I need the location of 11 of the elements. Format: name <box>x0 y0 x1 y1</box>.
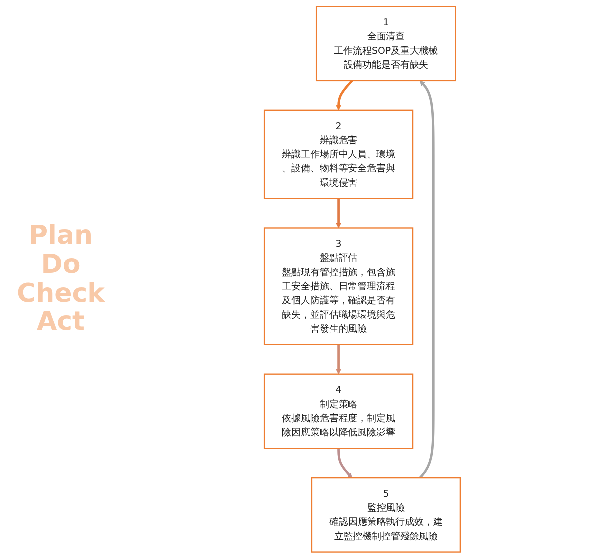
center-label: Plan Do Check Act <box>16 222 106 337</box>
node-box: 5 監控風險 確認因應策略執行成效，建立監控機制控管殘餘風險 <box>311 477 462 553</box>
node-box: 1 全面清查 工作流程SOP及重大機械設備功能是否有缺失 <box>316 6 456 82</box>
node-box: 2 辨識危害 辨識工作場所中人員、環境、設備、物料等安全危害與環境侵害 <box>264 110 414 200</box>
node-box: 3 盤點評估 盤點現有管控措施，包含施工安全措施、日常管理流程及個人防護等，確認是否有缺失，並評估職場環境與危害發生的風險 <box>264 228 414 346</box>
node-box: 4 制定策略 依據風險危害程度，制定風險因應策略以降低風險影響 <box>264 374 414 450</box>
arrow <box>336 198 342 228</box>
arrow <box>419 80 435 479</box>
arrow <box>336 344 342 375</box>
arrow <box>336 80 354 111</box>
arrow <box>338 448 352 478</box>
